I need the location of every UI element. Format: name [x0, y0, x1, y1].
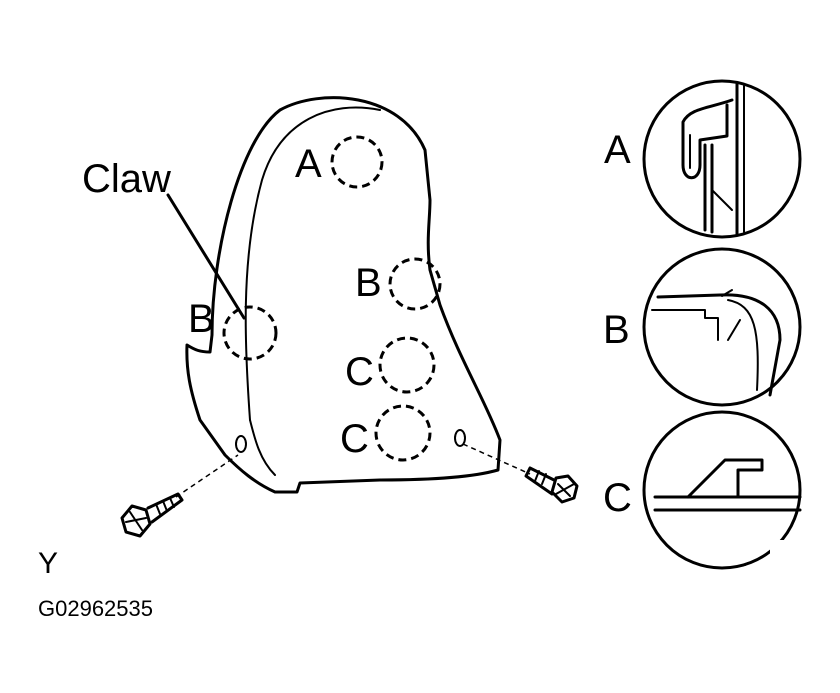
left-screw-path — [175, 454, 239, 498]
clip-c-upper-circle — [378, 336, 436, 394]
detail-a-label: A — [604, 128, 631, 172]
detail-c-label: C — [603, 476, 632, 520]
spot-b-right-label: B — [355, 261, 382, 305]
detail-a-view — [642, 79, 802, 239]
view-label: Y — [38, 547, 58, 580]
left-screw-icon — [120, 492, 184, 538]
trim-cover-panel — [185, 96, 502, 494]
spot-c-lower-label: C — [340, 417, 369, 461]
claw-leader-line — [166, 193, 246, 320]
spot-b-left-label: B — [188, 297, 215, 341]
figure-code: G02962535 — [38, 596, 153, 621]
right-screw-path — [462, 443, 531, 475]
clip-b-right-circle — [388, 257, 442, 311]
clip-b-left-circle — [222, 305, 278, 361]
left-screw-hole — [235, 435, 247, 453]
spot-c-upper-label: C — [345, 350, 374, 394]
clip-a-circle — [330, 135, 384, 189]
claw-label: Claw — [82, 157, 171, 201]
detail-c-view — [642, 410, 802, 570]
clip-c-lower-circle — [374, 404, 432, 462]
detail-b-view — [642, 247, 802, 407]
spot-a-label: A — [295, 142, 322, 186]
detail-b-label: B — [603, 308, 630, 352]
right-screw-icon — [524, 466, 579, 504]
right-screw-hole — [454, 429, 466, 447]
